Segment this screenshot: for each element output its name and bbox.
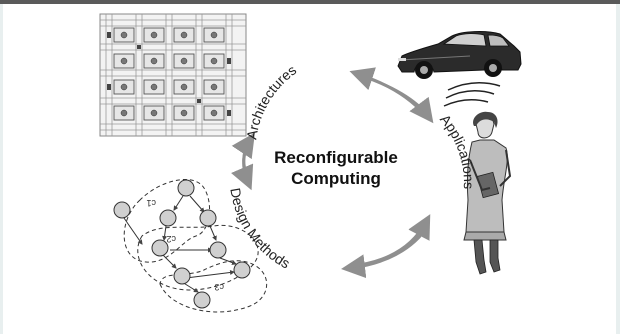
wireless-signal-icon bbox=[443, 82, 501, 107]
label-applications-text: Applications bbox=[437, 111, 477, 189]
top-bar bbox=[0, 0, 620, 4]
arrow-architectures-to-applications bbox=[361, 74, 434, 124]
center-title-line1: Reconfigurable bbox=[274, 148, 398, 167]
car-image bbox=[397, 31, 522, 79]
label-architectures: Architectures bbox=[243, 62, 299, 141]
task-graph-image: c1 c2 c3 bbox=[113, 179, 267, 313]
architecture-grid-image bbox=[99, 13, 247, 137]
label-design-methods: Design Methods bbox=[227, 187, 292, 272]
cycle-arrows bbox=[231, 67, 434, 279]
arrow-applications-to-architectures bbox=[349, 67, 426, 115]
graph-label-c3: c3 bbox=[214, 282, 224, 292]
graph-label-c1: c1 bbox=[146, 198, 156, 208]
label-architectures-text: Architectures bbox=[243, 62, 299, 141]
person-figure-image bbox=[463, 111, 512, 275]
right-edge bbox=[616, 4, 620, 334]
center-title-line2: Computing bbox=[291, 169, 381, 188]
graph-label-c2: c2 bbox=[166, 234, 176, 244]
left-edge bbox=[0, 4, 3, 334]
arrow-design-to-applications bbox=[351, 214, 431, 268]
arrow-applications-to-design bbox=[341, 225, 430, 279]
arrow-architectures-to-design bbox=[231, 141, 254, 191]
label-design-methods-text: Design Methods bbox=[227, 187, 292, 272]
label-applications: Applications bbox=[437, 111, 477, 189]
